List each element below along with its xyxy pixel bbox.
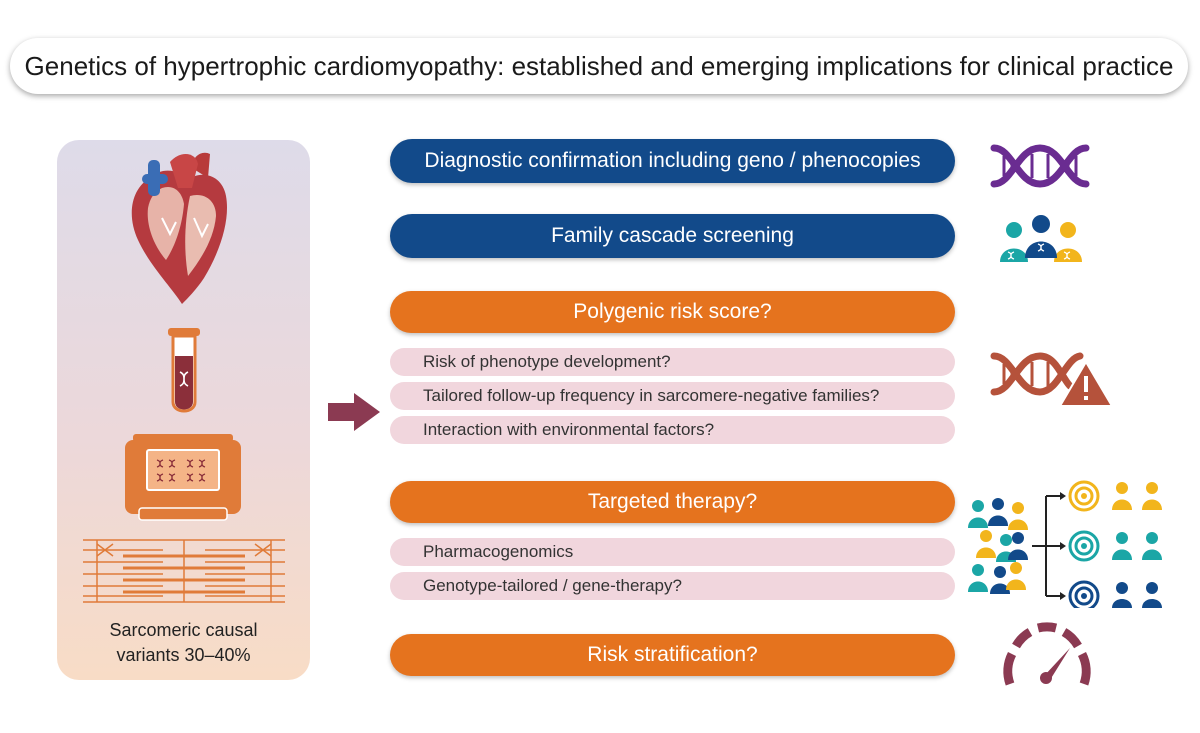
family-cascade-pill: Family cascade screening <box>390 214 955 258</box>
polygenic-risk-label: Polygenic risk score? <box>573 300 772 323</box>
dna-warning-icon <box>990 352 1114 407</box>
targeted-therapy-pill: Targeted therapy? <box>390 481 955 523</box>
heart-icon <box>131 152 228 304</box>
test-tube-icon <box>168 328 200 413</box>
arrow-right-icon <box>328 393 380 431</box>
title-banner: Genetics of hypertrophic cardiomyopathy:… <box>10 38 1188 94</box>
sequencer-icon <box>125 434 241 521</box>
family-cascade-label: Family cascade screening <box>551 224 794 247</box>
risk-stratification-label: Risk stratification? <box>587 643 758 666</box>
risk-stratification-pill: Risk stratification? <box>390 634 955 676</box>
page-title: Genetics of hypertrophic cardiomyopathy:… <box>24 50 1174 81</box>
targeted-therapy-label: Targeted therapy? <box>587 490 758 513</box>
sarcomere-icon <box>83 539 285 603</box>
dna-icon <box>990 144 1090 188</box>
caption-line-2: variants 30–40% <box>116 645 251 665</box>
polygenic-item: Interaction with environmental factors? <box>390 416 955 444</box>
targeted-item: Genotype-tailored / gene-therapy? <box>390 572 955 600</box>
left-panel: Sarcomeric causal variants 30–40% <box>57 140 310 680</box>
diagnostic-confirmation-pill: Diagnostic confirmation including geno /… <box>390 139 955 183</box>
targeted-item: Pharmacogenomics <box>390 538 955 566</box>
family-icon <box>1000 215 1082 262</box>
variants-caption: Sarcomeric causal variants 30–40% <box>57 618 310 668</box>
gauge-icon <box>1003 622 1091 686</box>
polygenic-item: Risk of phenotype development? <box>390 348 955 376</box>
polygenic-item: Tailored follow-up frequency in sarcomer… <box>390 382 955 410</box>
diagnostic-confirmation-label: Diagnostic confirmation including geno /… <box>424 149 921 172</box>
targeted-therapy-icon <box>968 480 1162 608</box>
polygenic-risk-pill: Polygenic risk score? <box>390 291 955 333</box>
caption-line-1: Sarcomeric causal <box>109 620 258 640</box>
